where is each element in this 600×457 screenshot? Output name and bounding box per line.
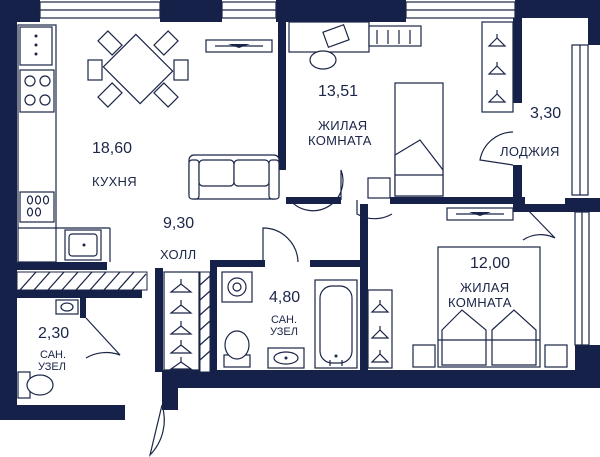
hall-area: 9,30: [163, 215, 194, 232]
bedroom2-name-line1: ЖИЛАЯ: [460, 280, 509, 295]
wardrobe-bedroom1: [481, 21, 514, 113]
washbasin-icon: [267, 347, 305, 369]
bed-icon: [367, 82, 444, 199]
bedroom2-area: 12,00: [470, 255, 510, 272]
desk-icon: [288, 21, 370, 70]
hanger-icon: [163, 271, 200, 371]
bedroom1-name-line1: ЖИЛАЯ: [318, 118, 367, 133]
kitchen-area: 18,60: [92, 140, 132, 157]
stove-icon: [19, 69, 55, 113]
bathroom-area: 4,80: [269, 289, 300, 306]
wc-toilet-icon: [17, 371, 54, 399]
dishwasher-icon: [19, 191, 55, 223]
bed-double-icon: [412, 246, 568, 368]
loggia-area: 3,30: [530, 105, 561, 122]
bedroom1-name-line2: КОМНАТА: [308, 133, 372, 148]
wardrobe-bedroom2: [367, 289, 393, 369]
radiator-bedroom2: [446, 207, 514, 221]
wc-washbasin-icon: [55, 299, 79, 315]
wc-name-line1: САН.: [40, 349, 66, 361]
wc-name-line2: УЗЕЛ: [38, 361, 66, 373]
fridge-icon: [19, 26, 53, 66]
windows: [39, 1, 590, 346]
radiator-kitchen: [205, 39, 273, 53]
bathroom-name-line1: САН.: [271, 314, 297, 326]
shelves-icon: [368, 25, 422, 47]
walls: [0, 0, 600, 420]
bathtub-icon: [314, 279, 358, 369]
hall-name: ХОЛЛ: [160, 247, 196, 262]
doors: [85, 131, 556, 457]
bedroom2-name-line2: КОМНАТА: [448, 295, 512, 310]
bedroom1-area: 13,51: [318, 83, 358, 100]
shaft-hatch: [16, 271, 211, 373]
wc-area: 2,30: [38, 325, 69, 342]
sink-icon: [64, 229, 102, 261]
loggia-name: ЛОДЖИЯ: [500, 144, 560, 159]
dining-table-icon: [87, 30, 189, 108]
washing-machine-icon: [221, 271, 253, 303]
toilet-icon: [223, 330, 251, 368]
kitchen-name: КУХНЯ: [92, 174, 137, 189]
sofa-icon: [188, 154, 280, 200]
bathroom-name-line2: УЗЕЛ: [270, 326, 298, 338]
